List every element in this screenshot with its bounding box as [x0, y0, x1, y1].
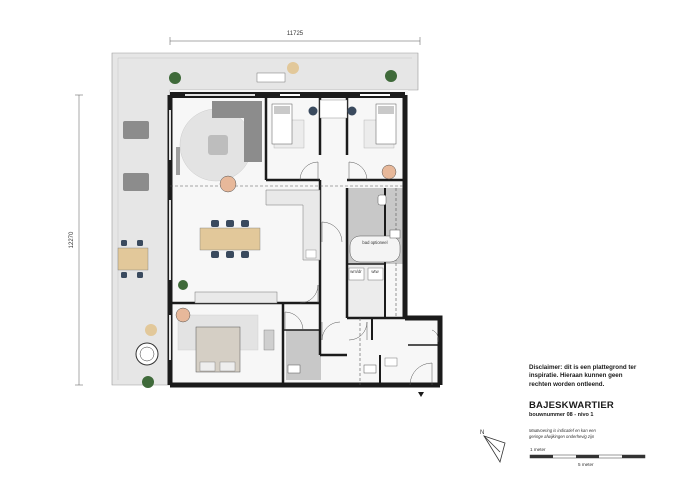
utility-label-1: wm/dr — [350, 269, 362, 274]
toilet-fixtures — [287, 357, 398, 374]
height-dimension-label: 12270 — [69, 231, 75, 248]
project-title: BAJESKWARTIER — [529, 400, 614, 411]
bathroom-fixtures: bad optioneel — [349, 194, 401, 263]
measurement-note: Maatvoering is indicatief en kan een ger… — [529, 428, 596, 439]
building-number: bouwnummer 08 - nivo 1 — [529, 412, 594, 418]
master-bedroom — [175, 307, 275, 373]
disclaimer-text: Disclaimer: dit is een plattegrond ter i… — [529, 364, 637, 388]
bath-label: bad optioneel — [362, 240, 387, 245]
living-area — [176, 101, 262, 193]
dimension-height: 12270 — [69, 94, 83, 386]
door-swings — [284, 161, 439, 386]
north-label: N — [480, 430, 484, 436]
dining-table — [199, 220, 261, 258]
inner-walls — [170, 95, 440, 385]
scale-label-large: 5 meter — [578, 462, 594, 467]
terrace-furniture — [117, 62, 299, 366]
north-arrow: N — [480, 430, 506, 464]
disclaimer-block: Disclaimer: dit is een plattegrond ter i… — [529, 364, 649, 389]
utility-fixtures: wm/dr wtw — [348, 267, 384, 281]
bedroom-left — [271, 103, 305, 149]
utility-label-2: wtw — [371, 269, 379, 274]
dimension-width: 11725 — [169, 31, 421, 45]
window-glass — [169, 94, 255, 360]
kitchen — [194, 189, 321, 304]
plants — [142, 70, 397, 388]
bedroom-right — [363, 103, 397, 180]
scale-label-small: 1 meter — [530, 447, 546, 452]
width-dimension-label: 11725 — [287, 31, 304, 37]
entrance-marker — [418, 392, 424, 397]
scale-bar — [529, 454, 646, 459]
desks — [308, 99, 357, 119]
